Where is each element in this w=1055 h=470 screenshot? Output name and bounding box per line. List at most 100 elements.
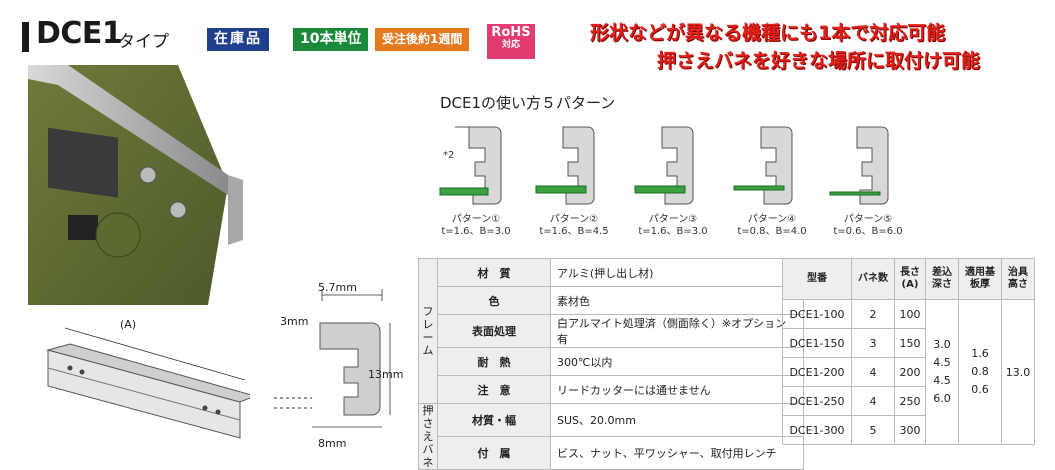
- group-spring-label: 押さえバネ: [418, 403, 438, 470]
- pattern-1-spec: t=1.6、B=3.0: [441, 226, 511, 237]
- springs-cell: 5: [851, 415, 895, 445]
- length-cell: 250: [894, 386, 926, 416]
- slogan-line-2: 押さえバネを好きな場所に取付け可能: [657, 50, 981, 72]
- badge-lead-time: 受注後約1週間: [375, 28, 470, 51]
- rail-isometric-drawing: [46, 327, 250, 439]
- pattern-2-name: パターン②: [549, 214, 599, 225]
- model-cell: DCE1-300: [782, 415, 852, 445]
- spec-label: 耐 熱: [437, 347, 551, 376]
- table-row: 色 素材色: [419, 286, 804, 315]
- spec-label: 色: [437, 286, 551, 315]
- dim-bottom-label: 8mm: [318, 437, 347, 450]
- col-header-length: 長さ(A): [894, 258, 926, 300]
- col-header-thickness: 適用基板厚: [958, 258, 1002, 300]
- col-header-height: 治具高さ: [1001, 258, 1035, 300]
- spec-table: フレーム 材 質 アルミ(押し出し材) 色 素材色 表面処理 白アルマイト処理済…: [418, 258, 804, 470]
- thickness-value: 1.6: [971, 347, 989, 360]
- spec-label: 注 意: [437, 375, 551, 404]
- table-row: DCE1-200 4 200: [782, 357, 1035, 387]
- model-cell: DCE1-100: [782, 299, 852, 329]
- table-row: 耐 熱 300℃以内: [419, 347, 804, 376]
- springs-cell: 2: [851, 299, 895, 329]
- dim-left-label: 3mm: [280, 315, 309, 328]
- table-row: 付 属 ビス、ナット、平ワッシャー、取付用レンチ: [419, 436, 804, 470]
- title-accent-bar: [22, 22, 29, 52]
- depth-value: 4.5: [933, 374, 951, 387]
- spec-value: 白アルマイト処理済（側面除く）※オプション有: [550, 314, 804, 348]
- col-header-model: 型番: [782, 258, 852, 300]
- dim-right-label: 13mm: [368, 368, 404, 381]
- depth-value: 6.0: [933, 392, 951, 405]
- spec-value: 素材色: [550, 286, 804, 315]
- length-cell: 200: [894, 357, 926, 387]
- patterns-title: DCE1の使い方５パターン: [440, 94, 616, 112]
- product-photo: [28, 65, 243, 305]
- pattern-3-name: パターン③: [648, 214, 698, 225]
- table-row: 表面処理 白アルマイト処理済（側面除く）※オプション有: [419, 314, 804, 348]
- length-cell: 100: [894, 299, 926, 329]
- table-row: フレーム 材 質 アルミ(押し出し材): [418, 258, 804, 404]
- dim-top-label: 5.7mm: [318, 281, 357, 294]
- badge-in-stock: 在庫品: [207, 28, 269, 51]
- model-table: 型番 バネ数 長さ(A) 差込深さ 適用基板厚 治具高さ DCE1-100 2 …: [782, 258, 1035, 445]
- depth-value: 4.5: [933, 356, 951, 369]
- springs-cell: 4: [851, 357, 895, 387]
- table-row: 注 意 リードカッターには通せません: [419, 375, 804, 404]
- table-row: DCE1-250 4 250: [782, 386, 1035, 416]
- group-frame-label: フレーム: [418, 258, 438, 404]
- spec-label: 材質・幅: [437, 403, 551, 437]
- pattern-4-drawing: [733, 126, 793, 205]
- pattern-note: *2: [443, 150, 455, 161]
- model-cell: DCE1-150: [782, 328, 852, 358]
- badge-rohs: RoHS 対応: [487, 24, 535, 59]
- spec-label: 表面処理: [437, 314, 551, 348]
- table-header-row: 型番 バネ数 長さ(A) 差込深さ 適用基板厚 治具高さ: [782, 258, 1035, 300]
- spec-value: リードカッターには通せません: [550, 375, 804, 404]
- pattern-5-name: パターン⑤: [843, 214, 893, 225]
- pattern-4-spec: t=0.8、B=4.0: [737, 226, 807, 237]
- model-cell: DCE1-200: [782, 357, 852, 387]
- slogan-line-1: 形状などが異なる機種にも1本で対応可能: [590, 22, 946, 44]
- pattern-5-drawing: [829, 126, 889, 205]
- pattern-3-drawing: [634, 126, 694, 205]
- spec-label: 材 質: [437, 258, 551, 287]
- spec-value: SUS、20.0mm: [550, 403, 804, 437]
- rohs-sublabel: 対応: [501, 40, 520, 50]
- spec-value: ビス、ナット、平ワッシャー、取付用レンチ: [550, 436, 804, 470]
- cross-section-drawing: [274, 289, 391, 428]
- table-row: DCE1-300 5 300: [782, 415, 1035, 445]
- pattern-1-drawing: [439, 126, 502, 205]
- springs-cell: 4: [851, 386, 895, 416]
- thickness-value: 0.6: [971, 383, 989, 396]
- pattern-4-name: パターン④: [747, 214, 797, 225]
- col-header-springs: バネ数: [851, 258, 895, 300]
- spec-value: 300℃以内: [550, 347, 804, 376]
- length-cell: 300: [894, 415, 926, 445]
- product-title-suffix: タイプ: [118, 32, 169, 52]
- table-row: DCE1-150 3 150: [782, 328, 1035, 358]
- col-header-depth: 差込深さ: [925, 258, 959, 300]
- pattern-1-name: パターン①: [451, 214, 501, 225]
- product-title: DCE1: [36, 16, 123, 51]
- height-cell: 13.0: [1001, 299, 1035, 445]
- model-cell: DCE1-250: [782, 386, 852, 416]
- pattern-2-spec: t=1.6、B=4.5: [539, 226, 609, 237]
- length-label: (A): [120, 318, 137, 331]
- thickness-value: 0.8: [971, 365, 989, 378]
- spec-label: 付 属: [437, 436, 551, 470]
- pattern-5-spec: t=0.6、B=6.0: [833, 226, 903, 237]
- depth-cell: 3.0 4.5 4.5 6.0: [925, 299, 959, 445]
- spec-value: アルミ(押し出し材): [550, 258, 804, 287]
- length-cell: 150: [894, 328, 926, 358]
- rohs-label: RoHS: [491, 25, 531, 40]
- springs-cell: 3: [851, 328, 895, 358]
- depth-value: 3.0: [933, 338, 951, 351]
- pattern-2-drawing: [535, 126, 595, 205]
- thickness-cell: 1.6 0.8 0.6: [958, 299, 1002, 445]
- badge-unit: 10本単位: [293, 28, 369, 51]
